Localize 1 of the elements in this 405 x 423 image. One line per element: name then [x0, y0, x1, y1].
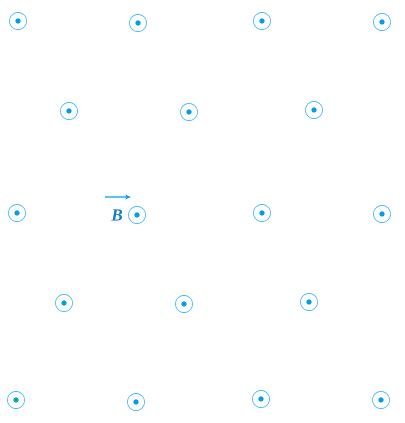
- vector-label: B: [111, 209, 122, 221]
